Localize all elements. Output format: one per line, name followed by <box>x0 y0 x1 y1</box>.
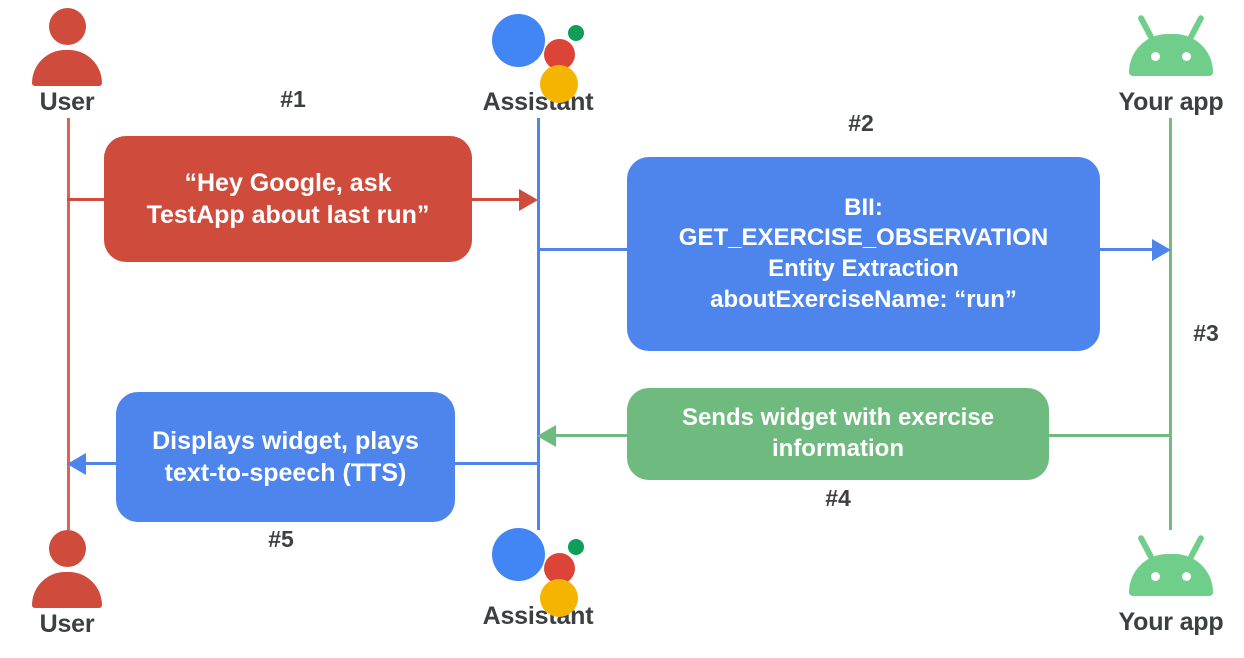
step-label-5: #5 <box>268 526 294 552</box>
actor-label-user-top: User <box>39 88 95 116</box>
android-eye-left <box>1151 52 1160 61</box>
message-text-step-1: “Hey Google, ask TestApp about last run” <box>146 169 430 229</box>
android-head-shape <box>1129 554 1213 596</box>
android-robot-icon <box>1119 528 1223 606</box>
user-avatar-icon <box>29 8 105 86</box>
lifeline-your-app <box>1169 118 1172 530</box>
user-head-shape <box>49 530 86 567</box>
message-box-step-2[interactable]: BII: GET_EXERCISE_OBSERVATION Entity Ext… <box>627 157 1100 351</box>
actor-assistant-bottom: Assistant <box>463 522 613 629</box>
actor-label-assistant-bottom: Assistant <box>482 602 594 630</box>
assistant-blue-dot-icon <box>492 14 545 67</box>
connector-step2-to-your-app <box>1096 248 1156 251</box>
actor-label-assistant-top: Assistant <box>482 88 594 116</box>
android-eye-left <box>1151 572 1160 581</box>
connector-step1-to-assistant <box>468 198 523 201</box>
android-eye-right <box>1182 572 1191 581</box>
assistant-green-dot-icon <box>568 539 584 555</box>
arrowhead-step-3 <box>1152 239 1171 261</box>
assistant-red-dot-icon <box>544 553 575 584</box>
connector-assistant-to-step2 <box>537 248 632 251</box>
step-label-3: #3 <box>1193 320 1219 346</box>
message-box-step-1[interactable]: “Hey Google, ask TestApp about last run” <box>104 136 472 262</box>
assistant-red-dot-icon <box>544 39 575 70</box>
user-avatar-icon <box>29 530 105 608</box>
android-eye-right <box>1182 52 1191 61</box>
assistant-blue-dot-icon <box>492 528 545 581</box>
lifeline-user <box>67 118 70 530</box>
arrowhead-step-5 <box>67 453 86 475</box>
actor-assistant-top: Assistant <box>463 8 613 115</box>
assistant-yellow-dot-icon <box>540 579 578 617</box>
message-text-step-4: Sends widget with exercise information <box>681 404 995 462</box>
connector-user-to-step1 <box>67 198 127 201</box>
assistant-green-dot-icon <box>568 25 584 41</box>
connector-assistant-to-step5 <box>455 462 540 465</box>
google-assistant-icon <box>488 8 588 103</box>
message-text-step-2: BII: GET_EXERCISE_OBSERVATION Entity Ext… <box>678 193 1049 313</box>
step-label-2: #2 <box>848 110 874 136</box>
user-body-shape <box>32 572 102 608</box>
android-head-shape <box>1129 34 1213 76</box>
step-label-1: #1 <box>280 86 306 112</box>
actor-label-your-app-bottom: Your app <box>1118 608 1224 636</box>
connector-step5-to-user <box>70 462 120 465</box>
actor-label-your-app-top: Your app <box>1118 88 1224 116</box>
android-robot-icon <box>1119 8 1223 86</box>
actor-user-bottom: User <box>0 530 142 637</box>
arrowhead-step-4 <box>537 425 556 447</box>
message-box-step-5[interactable]: Displays widget, plays text-to-speech (T… <box>116 392 455 522</box>
actor-user-top: User <box>0 8 142 115</box>
step-label-4: #4 <box>825 485 851 511</box>
user-head-shape <box>49 8 86 45</box>
assistant-yellow-dot-icon <box>540 65 578 103</box>
google-assistant-icon <box>488 522 588 617</box>
lifeline-assistant <box>537 118 540 530</box>
actor-your-app-bottom: Your app <box>1096 528 1244 635</box>
user-body-shape <box>32 50 102 86</box>
connector-step4-to-assistant <box>556 434 631 437</box>
connector-your-app-to-step4 <box>1046 434 1171 437</box>
actor-your-app-top: Your app <box>1096 8 1244 115</box>
message-text-step-5: Displays widget, plays text-to-speech (T… <box>152 427 419 487</box>
actor-label-user-bottom: User <box>39 610 95 638</box>
message-box-step-4[interactable]: Sends widget with exercise information <box>627 388 1049 480</box>
arrowhead-step-1 <box>519 189 538 211</box>
